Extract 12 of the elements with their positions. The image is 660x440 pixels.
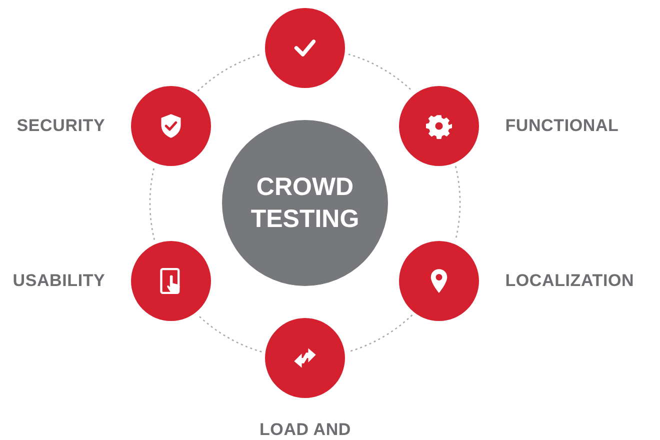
center-title: CROWD TESTING [250,172,360,235]
dotted-connector [348,314,413,352]
category-label: SECURITY [16,116,106,136]
category-label: LOCALIZATION [505,270,634,290]
dotted-connector [454,166,461,240]
dotted-connector [197,314,262,352]
dotted-connector [197,54,262,92]
dotted-connector [348,54,413,92]
dotted-connector [149,166,156,240]
category-label: USABILITY [12,270,106,290]
category-label: LOAD AND [260,420,351,440]
category-label: FUNCTIONAL [505,116,619,136]
